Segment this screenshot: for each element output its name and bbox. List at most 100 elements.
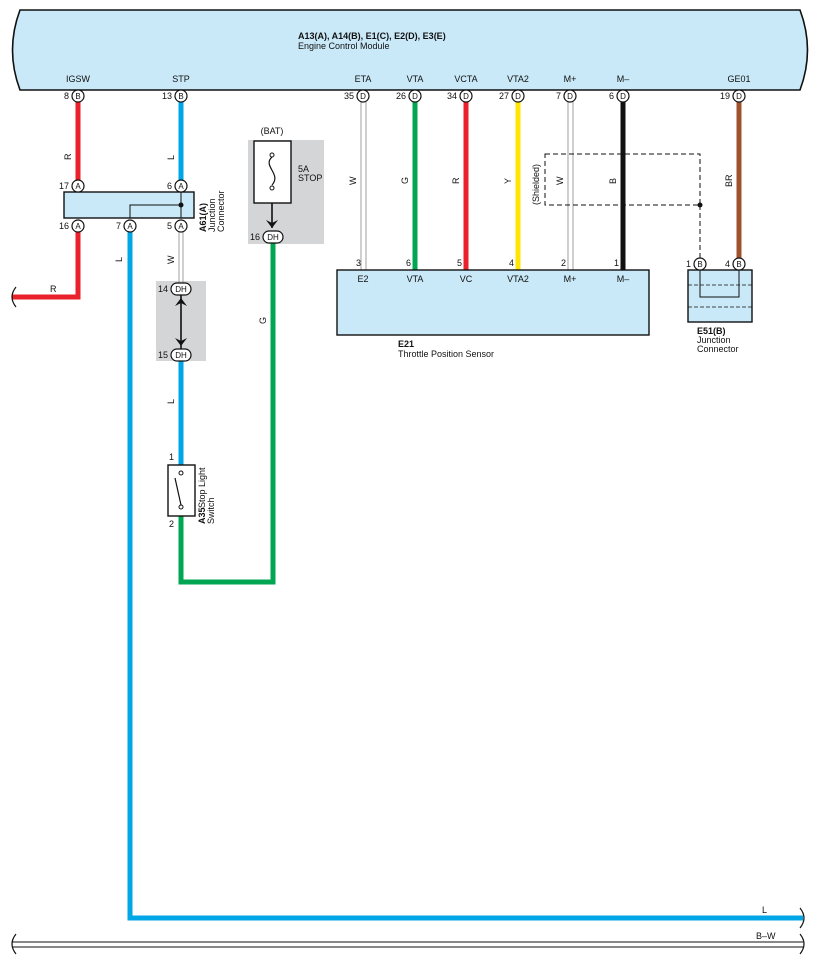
fuse-source: (BAT) [261,126,284,136]
svg-text:7: 7 [556,91,561,101]
svg-text:Switch: Switch [206,497,216,524]
wire-green-loop [178,243,276,585]
wire-label-white-mid: W [166,255,176,264]
junction-a61-pin-6: 6 A [167,179,188,193]
ecm-pin-vcta: 34 D [447,89,473,103]
junction-a61-pin-16: 16 A [59,219,85,233]
svg-text:D: D [360,92,366,101]
ecm-terminal-vcta: VCTA [454,74,477,84]
svg-text:34: 34 [447,91,457,101]
wire-label-blue-mid: L [166,399,176,404]
svg-text:4: 4 [509,258,514,268]
svg-text:M+: M+ [564,274,577,284]
dh-pin-16: 16 DH [250,230,284,244]
bus-bw-right-end [799,933,805,955]
svg-text:VC: VC [460,274,473,284]
ecm-terminal-mplus: M+ [564,74,577,84]
junction-e51-name-1: Junction [697,335,731,345]
fuse-rating: 5A [298,164,309,174]
svg-text:27: 27 [499,91,509,101]
svg-text:B: B [75,92,80,101]
dh-pin-15: 15 DH [158,348,192,362]
wire-label-bottom-l: L [762,905,767,915]
ecm-box [11,9,809,91]
svg-text:VTA2: VTA2 [507,274,529,284]
wire-blue-long [127,232,803,921]
svg-text:5: 5 [457,258,462,268]
fuse-element [268,156,276,186]
ecm-pin-mplus: 7 D [556,89,577,103]
stop-switch-label: A35 Stop Light Switch [197,467,216,524]
wire-label-mplus: W [555,176,565,185]
shield-junction [697,202,703,208]
throttle-sensor-box [336,269,650,336]
stop-switch-pin-2: 2 [169,519,174,529]
svg-text:15: 15 [158,350,168,360]
svg-text:DH: DH [175,285,187,294]
svg-text:13: 13 [162,91,172,101]
svg-text:A: A [178,182,184,191]
wire-label-ge01: BR [724,174,734,187]
wire-label-green-fuse: G [258,317,268,324]
ecm-terminal-stp: STP [172,74,190,84]
dh-pin-14: 14 DH [158,282,192,296]
ecm-title: A13(A), A14(B), E1(C), E2(D), E3(E) [298,31,446,41]
svg-text:DH: DH [267,233,279,242]
ecm-subtitle: Engine Control Module [298,41,390,51]
wire-label-blue-down: L [114,257,124,262]
svg-text:5: 5 [167,221,172,231]
stop-switch-contact-top [178,470,184,476]
junction-a61-pin-7: 7 A [116,219,137,233]
ecm-pin-igsw: 8 B [64,89,85,103]
fuse-arrow [266,220,278,228]
svg-text:VTA: VTA [407,274,424,284]
svg-text:Stop Light: Stop Light [197,467,207,508]
dh-arrow-down [175,338,187,346]
wire-label-eta: W [348,176,358,185]
svg-text:M–: M– [617,274,630,284]
svg-text:35: 35 [344,91,354,101]
ecm-pin-vta: 26 D [396,89,422,103]
ecm-pin-stp: 13 B [162,89,188,103]
junction-a61-bus [129,192,182,218]
svg-text:A61(A): A61(A) [198,203,208,232]
ecm-terminal-ge01: GE01 [727,74,750,84]
svg-text:D: D [620,92,626,101]
wire-label-stp: L [166,155,176,160]
svg-text:26: 26 [396,91,406,101]
svg-text:A: A [178,222,184,231]
ecm-pin-eta: 35 D [344,89,370,103]
wire-red-left-end [11,286,17,308]
stop-switch-contact-bottom [178,504,184,510]
svg-text:E2: E2 [357,274,368,284]
throttle-pin-5: 5 VC [457,258,473,284]
svg-text:19: 19 [720,91,730,101]
svg-text:B: B [178,92,183,101]
svg-text:A: A [75,182,81,191]
svg-text:D: D [412,92,418,101]
wire-red-left [12,232,81,300]
wire-label-igsw: R [63,153,73,160]
svg-text:16: 16 [59,221,69,231]
wire-blue-long-end [799,907,805,929]
svg-text:2: 2 [561,258,566,268]
ecm-pin-ge01: 19 D [720,89,746,103]
junction-e51-box [687,269,753,323]
svg-text:14: 14 [158,284,168,294]
svg-text:3: 3 [356,258,361,268]
throttle-pin-3: 3 E2 [356,258,369,284]
ecm-terminal-vta: VTA [407,74,424,84]
svg-text:D: D [463,92,469,101]
junction-e51-bus [699,264,740,298]
svg-text:Junction: Junction [207,198,217,232]
dh-arrow-up [175,298,187,306]
ecm-terminal-eta: ETA [355,74,372,84]
junction-e51-id: E51(B) [697,326,726,336]
svg-text:D: D [567,92,573,101]
shielded-label: (Shielded) [531,164,541,205]
svg-text:A: A [127,222,133,231]
ecm-terminal-mminus: M– [617,74,630,84]
wire-label-red-left: R [50,284,57,294]
junction-a61-label: A61(A) Junction Connector [198,190,226,232]
junction-a61-node [178,202,184,208]
